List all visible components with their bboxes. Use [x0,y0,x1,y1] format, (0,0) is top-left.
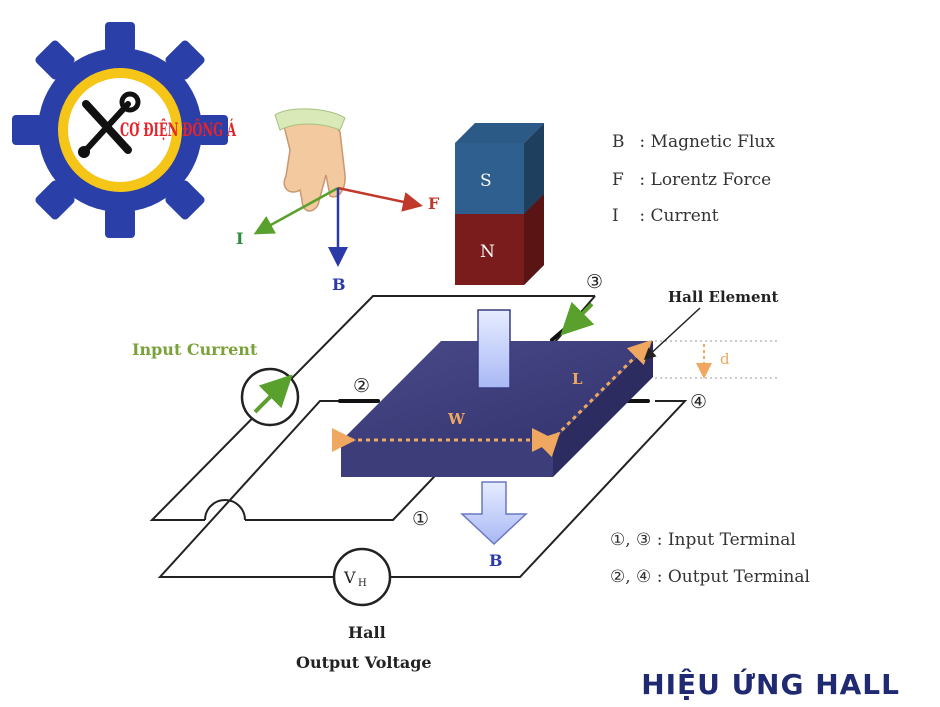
bar-magnet: S N [455,123,544,285]
legend-key-f: F [612,170,624,190]
legend-magnetic-flux: B : Magnetic Flux [612,132,775,152]
magnet-label-n: N [480,242,495,262]
input-arrow-icon [560,301,595,336]
arrow-f [337,186,423,212]
hall-voltage-meter: V H Hall Output Voltage [296,547,432,672]
magnetic-field-prism [477,309,511,389]
gear-icon [12,22,228,238]
hand-label-i: I [236,229,243,248]
dimension-l-arrow [534,339,653,458]
legend-current: I : Current [612,206,719,226]
label-w: W [447,410,466,428]
legend-input-terminal-keys: ①, ③ [610,530,652,550]
label-output-voltage: Output Voltage [296,653,432,672]
hand-label-f: F [428,194,440,213]
page-title: HIỆU ỨNG HALL [641,668,900,701]
magnet-south-pole [455,143,524,214]
magnet-label-s: S [480,171,492,191]
label-input-current: Input Current [132,340,258,359]
terminal-1: ① [412,508,429,530]
terminal-4: ④ [690,391,707,413]
terminal-3: ③ [586,271,603,293]
vh-sub: H [358,578,367,589]
legend-input-terminal-text: : Input Terminal [656,530,796,550]
thickness-dimension: d [655,340,780,379]
magnetic-flux-arrow-down: B [460,481,528,570]
vh-main: V [343,568,356,587]
legend-text-i: : Current [639,206,719,226]
input-current-meter: Input Current [132,340,300,427]
label-hall: Hall [348,623,386,642]
legend-lorentz-force: F : Lorentz Force [612,170,771,190]
wrench-screwdriver-icon [78,91,141,158]
legend-input-terminal: ①, ③ : Input Terminal [610,530,796,550]
label-hall-element: Hall Element [668,288,779,306]
company-logo: CƠ ĐIỆN ĐÔNG Á [12,22,236,238]
legend-output-terminal-text: : Output Terminal [656,567,810,587]
label-l: L [572,370,583,388]
hand-rule-illustration: I F B [236,108,440,294]
current-arrow-icon [253,374,293,414]
logo-brand-text: CƠ ĐIỆN ĐÔNG Á [120,118,236,141]
hall-element-slab: W L [332,339,653,477]
hand-label-b: B [332,275,346,294]
legend-text-b: : Magnetic Flux [639,132,775,152]
label-d: d [720,350,730,368]
magnet-north-pole [455,214,524,285]
legend-key-i: I [612,206,619,226]
legend-output-terminal-keys: ②, ④ [610,567,652,587]
legend-text-f: : Lorentz Force [639,170,772,190]
legend-output-terminal: ②, ④ : Output Terminal [610,567,810,587]
label-b-bottom: B [489,551,503,570]
slab-front-face [341,441,553,477]
arrow-i [253,186,339,235]
terminal-2: ② [353,375,370,397]
legend-key-b: B [612,132,625,152]
hall-element-callout: Hall Element [643,288,779,361]
